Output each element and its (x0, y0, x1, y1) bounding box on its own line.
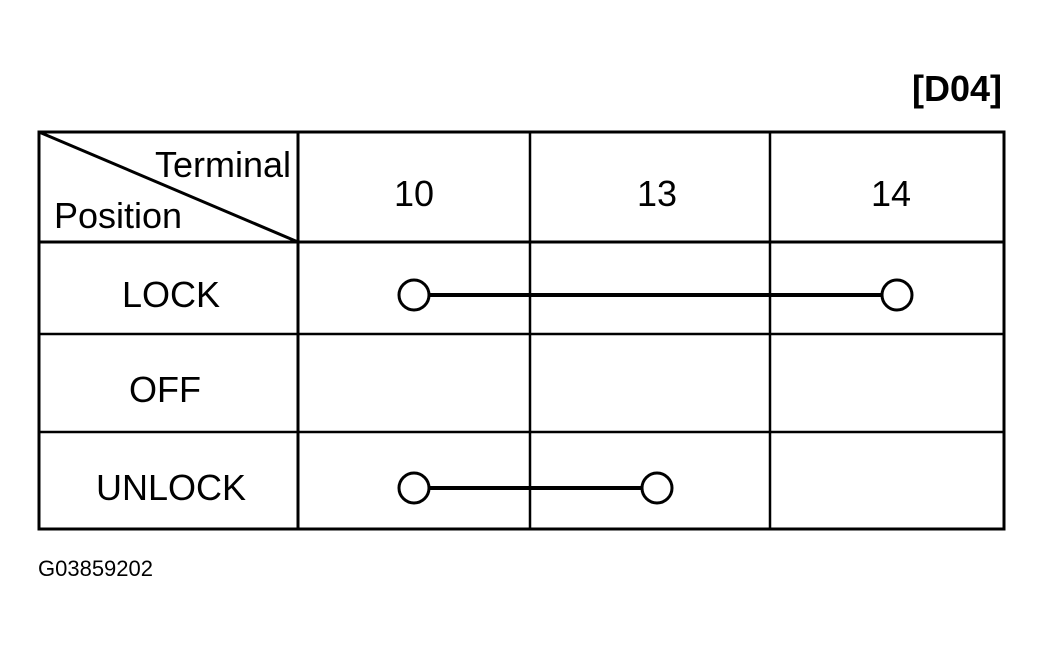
position-row-lock: LOCK (122, 274, 220, 315)
continuity-node-unlock-13 (640, 471, 674, 505)
terminal-header-14: 14 (871, 173, 911, 214)
continuity-node-lock-14 (880, 278, 914, 312)
position-row-off: OFF (129, 369, 201, 410)
continuity-node-unlock-10 (397, 471, 431, 505)
corner-diagonal (38, 130, 299, 244)
terminal-header-13: 13 (637, 173, 677, 214)
figure-code: G03859202 (38, 556, 153, 581)
continuity-marks (397, 278, 914, 505)
continuity-node-lock-10 (397, 278, 431, 312)
connector-id-label: [D04] (911, 68, 1002, 109)
terminal-header-label: Terminal (155, 144, 291, 185)
position-header-label: Position (54, 195, 182, 236)
terminal-header-10: 10 (394, 173, 434, 214)
position-row-unlock: UNLOCK (96, 467, 246, 508)
table-frame (37, 130, 1006, 531)
